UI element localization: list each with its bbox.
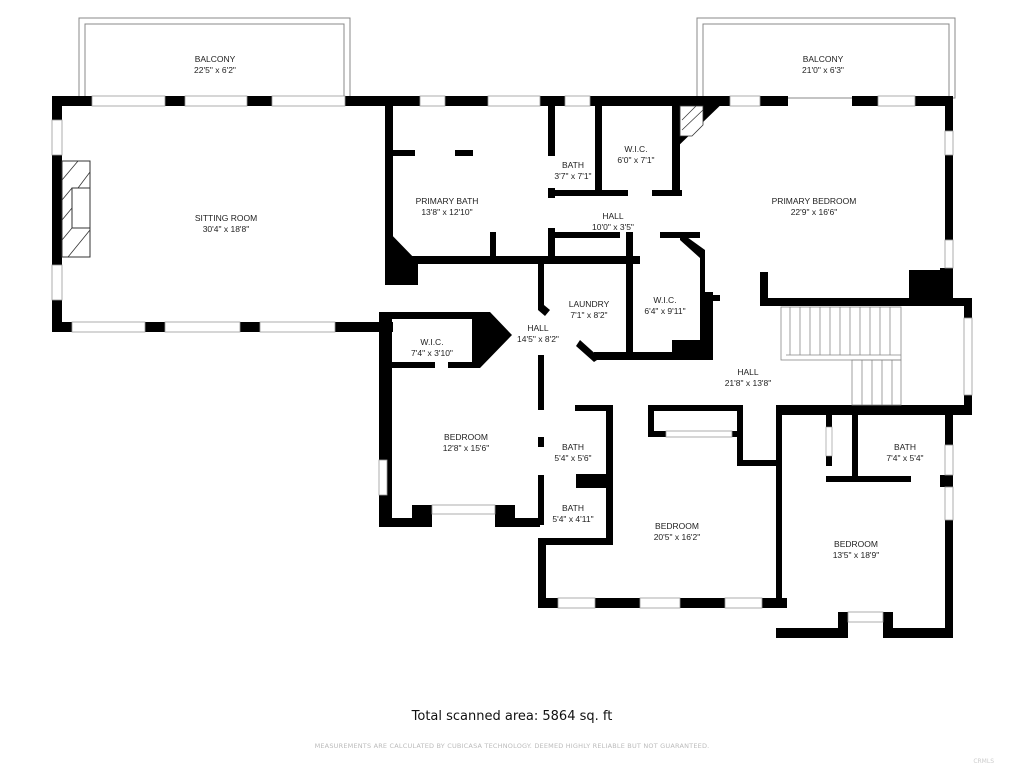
room-name: BEDROOM xyxy=(444,432,488,442)
room-name: BATH xyxy=(562,503,584,513)
room-dims: 22'5" x 6'2" xyxy=(194,65,236,75)
room-dims: 12'8" x 15'6" xyxy=(443,443,490,453)
room-dims: 30'4" x 18'8" xyxy=(203,224,250,234)
room-dims: 7'1" x 8'2" xyxy=(570,310,607,320)
room-name: BATH xyxy=(562,160,584,170)
room-dims: 3'7" x 7'1" xyxy=(554,171,591,181)
room-name: PRIMARY BEDROOM xyxy=(772,196,857,206)
watermark: CRMLS xyxy=(973,758,994,765)
closet-shelf xyxy=(825,426,833,457)
total-area: Total scanned area: 5864 sq. ft xyxy=(411,709,613,724)
balcony-right xyxy=(696,17,956,99)
room-name: HALL xyxy=(602,211,624,221)
room-name: BEDROOM xyxy=(655,521,699,531)
room-dims: 20'5" x 16'2" xyxy=(654,532,701,542)
room-dims: 13'8" x 12'10" xyxy=(421,207,472,217)
staircase-icon xyxy=(780,306,902,406)
room-name: W.I.C. xyxy=(624,144,647,154)
fireplace-icon xyxy=(61,160,91,258)
floor-plan: BALCONY 22'5" x 6'2" BALCONY 21'0" x 6'3… xyxy=(51,17,973,638)
room-name: BALCONY xyxy=(195,54,236,64)
room-name: BATH xyxy=(562,442,584,452)
room-name: HALL xyxy=(527,323,549,333)
room-name: LAUNDRY xyxy=(569,299,610,309)
room-name: BATH xyxy=(894,442,916,452)
chimney-icon xyxy=(679,105,704,137)
room-name: SITTING ROOM xyxy=(195,213,257,223)
room-name: BALCONY xyxy=(803,54,844,64)
room-dims: 5'4" x 5'6" xyxy=(554,453,591,463)
room-dims: 6'0" x 7'1" xyxy=(617,155,654,165)
room-dims: 7'4" x 5'4" xyxy=(886,453,923,463)
room-dims: 7'4" x 3'10" xyxy=(411,348,453,358)
room-dims: 21'8" x 13'8" xyxy=(725,378,772,388)
room-labels: BALCONY 22'5" x 6'2" BALCONY 21'0" x 6'3… xyxy=(194,54,924,560)
room-dims: 6'4" x 9'11" xyxy=(644,306,685,316)
room-dims: 10'0" x 3'5" xyxy=(592,222,634,232)
disclaimer: MEASUREMENTS ARE CALCULATED BY CUBICASA … xyxy=(314,742,710,750)
windows xyxy=(51,95,973,623)
room-name: HALL xyxy=(737,367,759,377)
room-name: PRIMARY BATH xyxy=(416,196,479,206)
room-name: W.I.C. xyxy=(420,337,443,347)
room-name: BEDROOM xyxy=(834,539,878,549)
room-dims: 13'5" x 18'9" xyxy=(833,550,880,560)
room-dims: 22'9" x 16'6" xyxy=(791,207,838,217)
room-dims: 5'4" x 4'11" xyxy=(552,514,593,524)
room-name: W.I.C. xyxy=(653,295,676,305)
walls xyxy=(52,96,972,638)
room-dims: 21'0" x 6'3" xyxy=(802,65,844,75)
room-dims: 14'5" x 8'2" xyxy=(517,334,559,344)
